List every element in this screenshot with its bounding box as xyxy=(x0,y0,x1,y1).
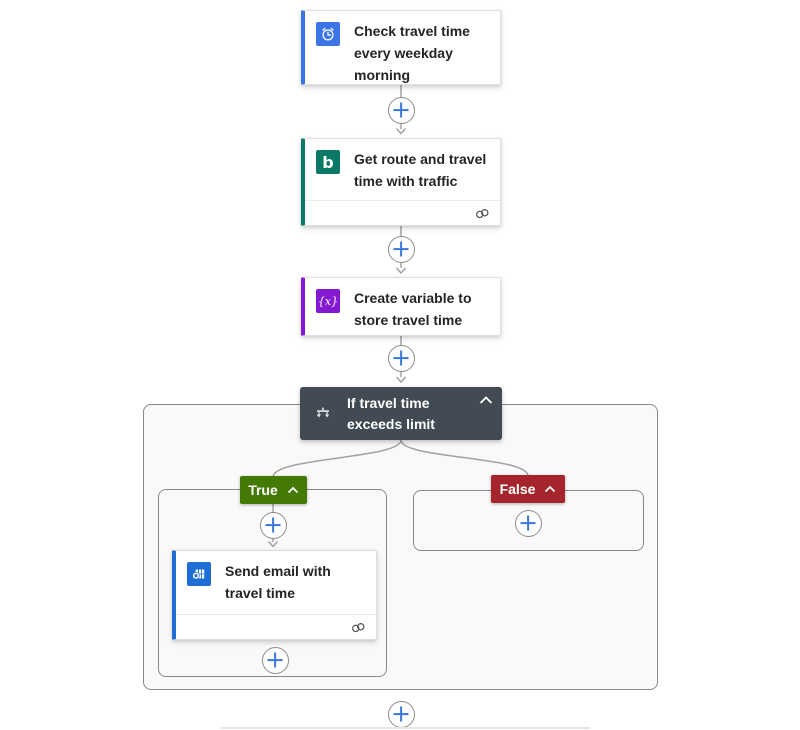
true-branch-label: True xyxy=(248,482,278,498)
create-variable-title: Create variable to store travel time xyxy=(354,290,472,328)
connection-link-icon xyxy=(352,622,365,632)
recurrence-clock-icon xyxy=(316,22,340,46)
insert-step-button-2[interactable] xyxy=(387,235,415,263)
true-branch-badge[interactable]: True xyxy=(240,476,307,504)
variable-icon: {x} xyxy=(316,289,340,313)
send-email-card-main: Send email with travel time xyxy=(176,551,376,614)
variable-glyph: {x} xyxy=(317,294,339,308)
trigger-title: Check travel time every weekday morning xyxy=(354,23,470,83)
condition-branch-icon xyxy=(316,407,330,417)
trigger-card-main: Check travel time every weekday morning xyxy=(305,11,500,92)
send-email-title: Send email with travel time xyxy=(225,563,331,601)
false-branch-badge[interactable]: False xyxy=(491,475,565,503)
false-branch-label: False xyxy=(499,481,536,497)
action-card-create-variable[interactable]: {x} Create variable to store travel time xyxy=(301,277,501,336)
insert-step-button-3[interactable] xyxy=(387,344,415,372)
insert-step-button-false-branch[interactable] xyxy=(514,509,542,537)
get-route-card-footer xyxy=(305,200,500,225)
insert-step-button-true-branch-end[interactable] xyxy=(261,646,289,674)
get-route-title: Get route and travel time with traffic xyxy=(354,151,487,189)
send-email-card-footer xyxy=(176,614,376,639)
outlook-icon xyxy=(187,562,211,586)
trigger-card-check-travel-time[interactable]: Check travel time every weekday morning xyxy=(301,10,501,85)
condition-card[interactable]: If travel time exceeds limit xyxy=(300,387,502,440)
insert-step-button-after-condition[interactable] xyxy=(387,700,415,728)
next-card-top-edge xyxy=(221,727,590,729)
action-card-get-route[interactable]: b Get route and travel time with traffic xyxy=(301,138,501,226)
insert-step-button-true-branch[interactable] xyxy=(259,511,287,539)
connection-link-icon xyxy=(476,208,489,218)
collapse-chevron-icon[interactable] xyxy=(479,396,493,405)
action-card-send-email[interactable]: Send email with travel time xyxy=(172,550,377,640)
chevron-up-icon xyxy=(287,486,298,494)
create-variable-card-main: {x} Create variable to store travel time xyxy=(305,278,500,337)
insert-step-button-1[interactable] xyxy=(387,96,415,124)
bing-glyph: b xyxy=(322,152,334,172)
condition-title: If travel time exceeds limit xyxy=(347,394,435,432)
get-route-card-main: b Get route and travel time with traffic xyxy=(305,139,500,200)
bing-maps-icon: b xyxy=(316,150,340,174)
chevron-up-icon xyxy=(545,485,556,493)
